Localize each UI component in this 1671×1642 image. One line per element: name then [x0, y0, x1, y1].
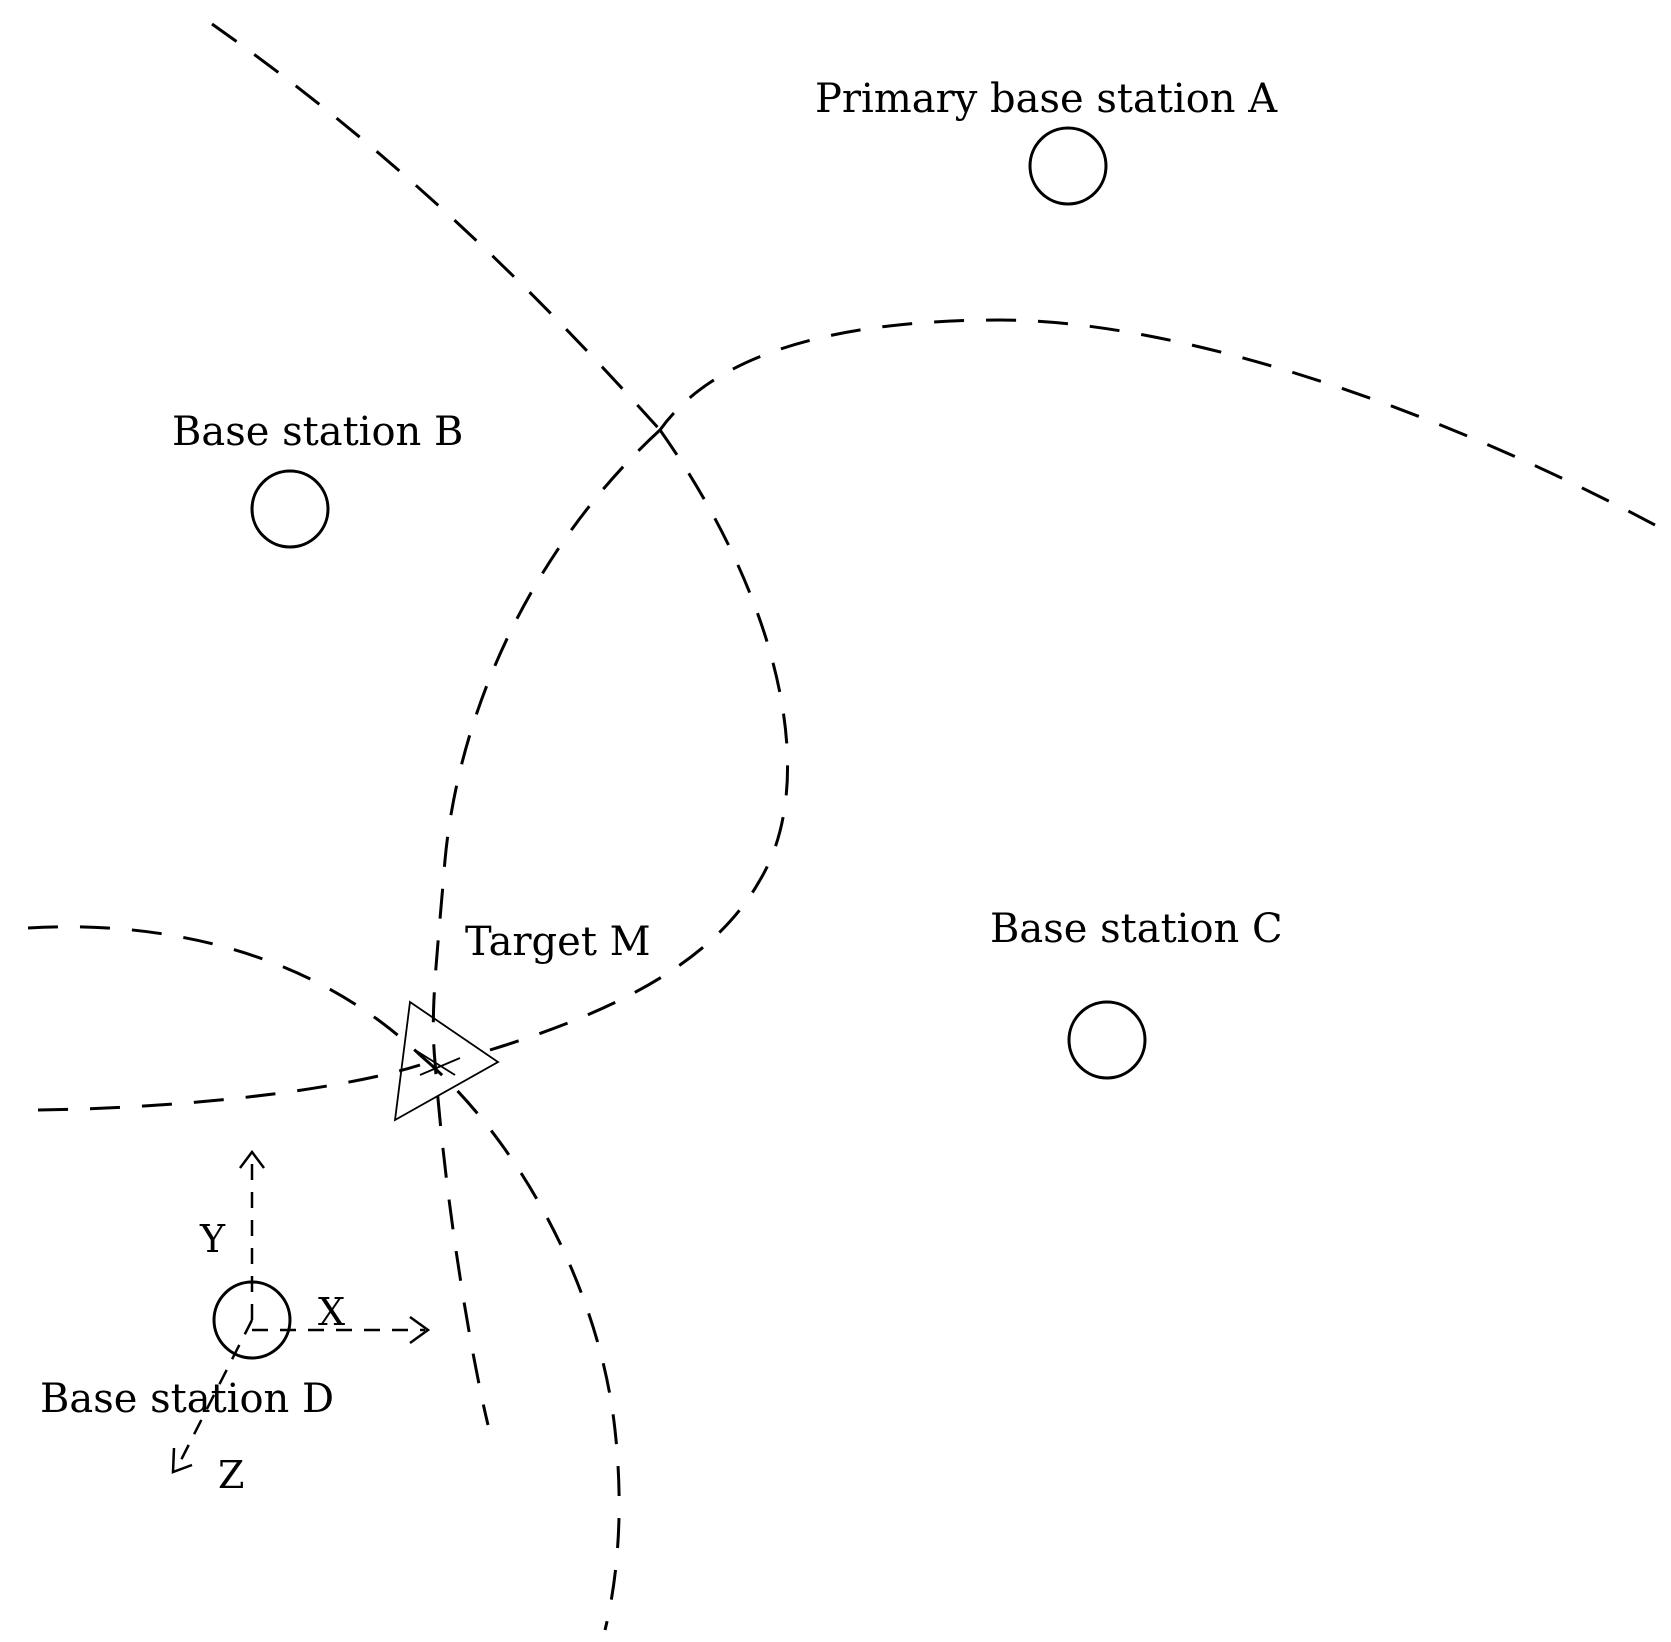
target-m-label: Target M: [465, 919, 651, 965]
station-c-label: Base station C: [990, 906, 1283, 952]
hyperbola-bd-upper: [27, 925, 422, 1057]
target-m-cross-1: [414, 1049, 456, 1076]
axis-x-label: X: [318, 1290, 345, 1334]
station-c-marker: [1067, 1000, 1147, 1080]
station-a-label: Primary base station A: [815, 76, 1278, 122]
axis-y-label: Y: [199, 1217, 226, 1261]
axis-z-arrowhead: [171, 1447, 193, 1474]
station-d-label: Base station D: [40, 1376, 334, 1422]
hyperbola-cd: [419, 1053, 621, 1631]
hyperbola-ab-lower: [489, 429, 790, 1052]
target-m-cross-2: [419, 1057, 461, 1076]
hyperbola-ac-upper: [658, 318, 1656, 527]
axis-y-arrowhead: [239, 1149, 265, 1169]
axis-x-arrowhead: [409, 1315, 431, 1345]
station-a-marker: [1028, 126, 1108, 206]
axis-z-label: Z: [218, 1453, 244, 1497]
station-b-marker: [250, 469, 330, 549]
hyperbola-bd-lower: [37, 1063, 421, 1112]
station-b-label: Base station B: [172, 409, 463, 455]
target-m-marker: [393, 1000, 500, 1122]
hyperbola-ab-upper: [211, 22, 662, 432]
hyperbola-ac-lower: [431, 428, 662, 1426]
